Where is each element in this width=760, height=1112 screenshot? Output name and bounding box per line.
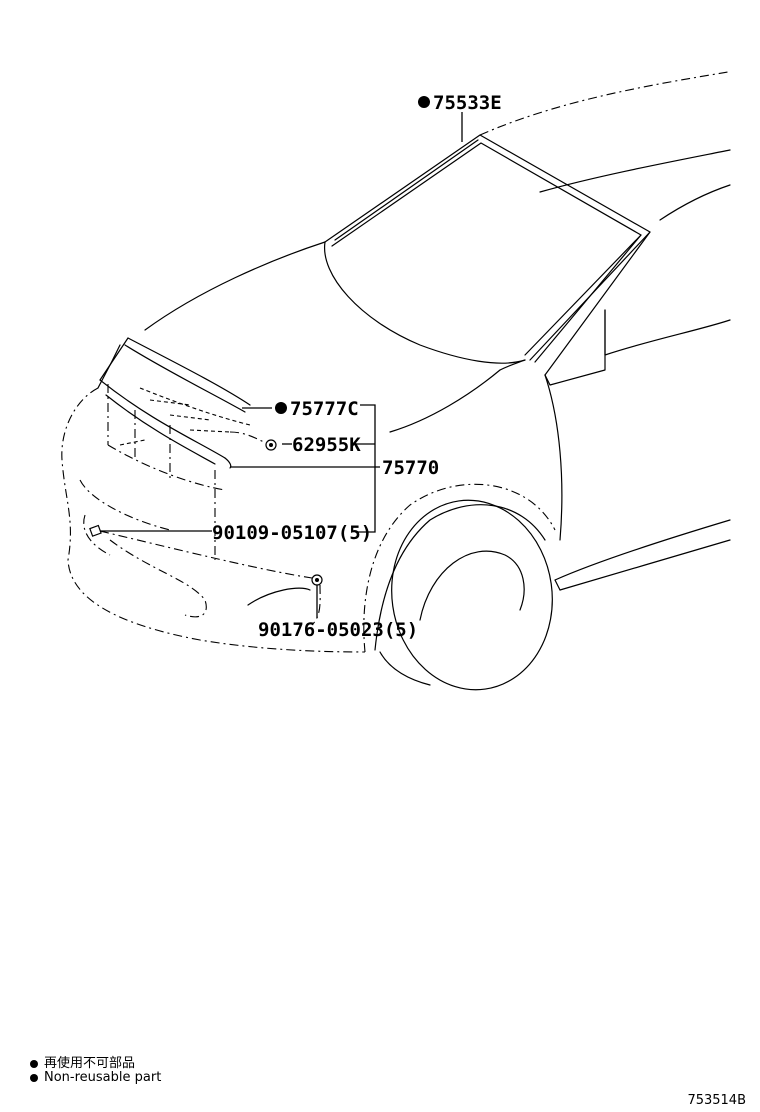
label-hood-molding: 75777C bbox=[290, 398, 359, 420]
legend-jp: 再使用不可部品 bbox=[30, 1052, 135, 1071]
clip-part bbox=[265, 439, 277, 451]
car-outline bbox=[61, 71, 731, 691]
leader-lines bbox=[99, 112, 463, 618]
callout-75777C: 75777C bbox=[275, 398, 359, 420]
label-windshield-molding: 75533E bbox=[433, 92, 502, 114]
non-reusable-bullet-icon bbox=[30, 1073, 38, 1082]
legend-jp-text: 再使用不可部品 bbox=[44, 1056, 136, 1071]
label-nut: 90176-05023(5) bbox=[258, 619, 418, 641]
label-screw: 90109-05107(5) bbox=[212, 522, 372, 544]
legend-en: Non-reusable part bbox=[30, 1070, 161, 1085]
legend-en-text: Non-reusable part bbox=[44, 1070, 162, 1085]
non-reusable-bullet-icon bbox=[418, 96, 430, 108]
diagram-code: 753514B bbox=[687, 1093, 746, 1108]
label-assembly: 75770 bbox=[382, 457, 439, 479]
screw-part bbox=[89, 524, 102, 537]
label-clip: 62955K bbox=[292, 434, 361, 456]
nut-part bbox=[311, 574, 323, 586]
non-reusable-bullet-icon bbox=[30, 1059, 38, 1068]
non-reusable-bullet-icon bbox=[275, 402, 287, 414]
callout-75533E: 75533E bbox=[418, 92, 502, 114]
